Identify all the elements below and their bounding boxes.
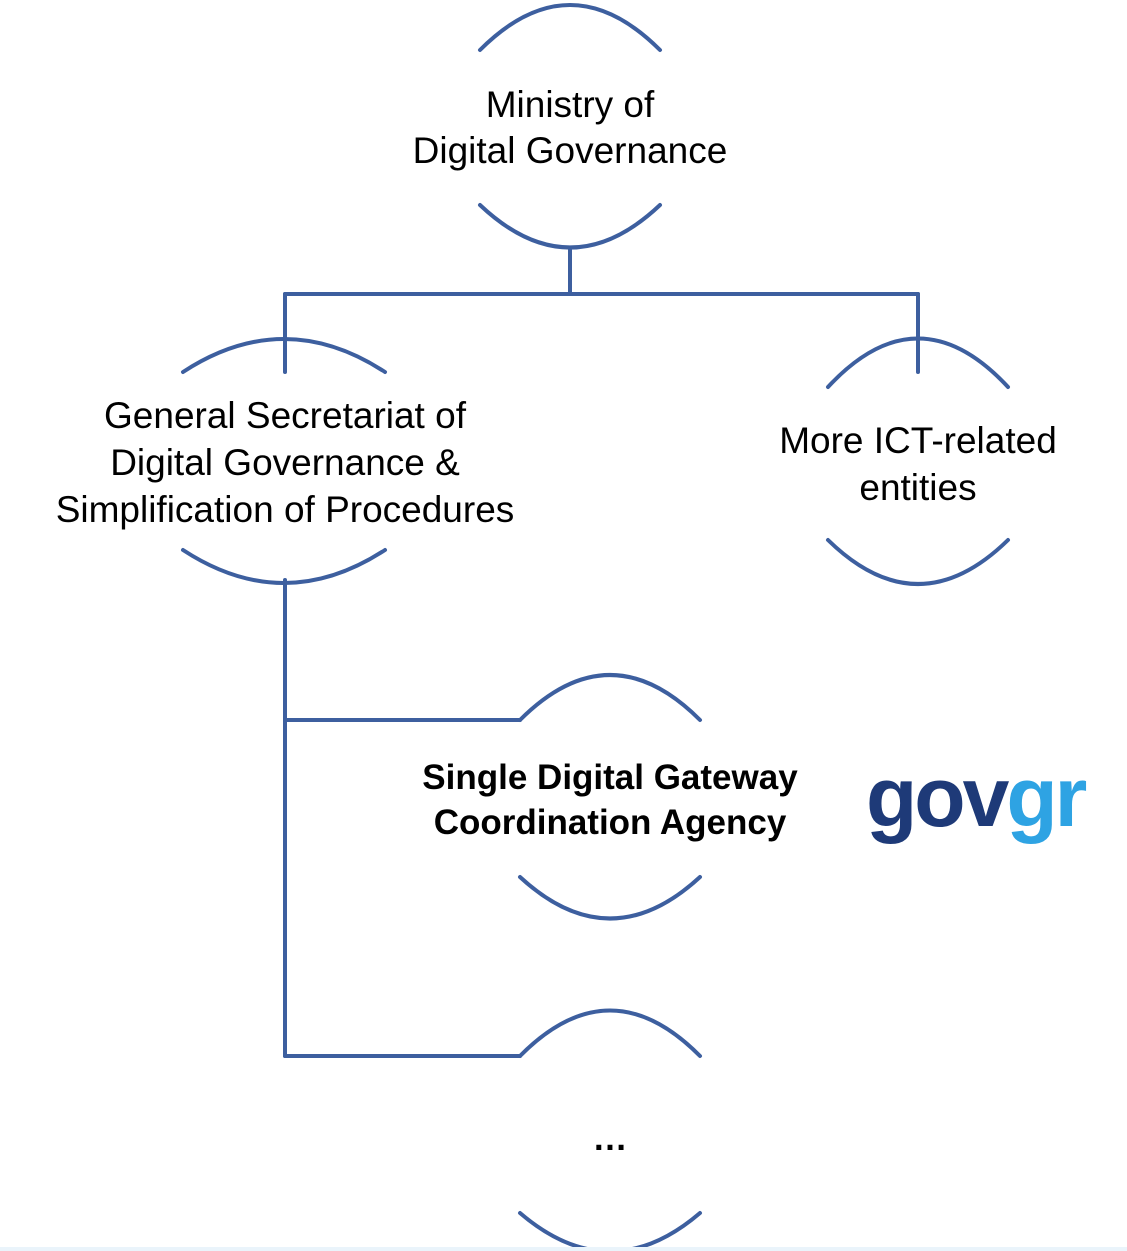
node-ict-entities-line1: More ICT-related xyxy=(779,420,1057,461)
govgr-logo-part1: gov xyxy=(866,750,1010,844)
node-gen-secretariat-line2: Digital Governance & xyxy=(110,442,460,483)
bottom-band xyxy=(0,1247,1127,1251)
node-sdg-agency-bottom-arc xyxy=(518,875,702,921)
node-sdg-agency-line1: Single Digital Gateway xyxy=(422,758,798,797)
node-more-top-arc xyxy=(518,1008,702,1058)
connectors xyxy=(283,248,920,1058)
node-more-label: … xyxy=(593,1119,628,1158)
node-ict-entities: More ICT-related entities xyxy=(779,336,1057,586)
node-gen-secretariat-line1: General Secretariat of xyxy=(104,395,467,436)
node-ministry-top-arc xyxy=(478,3,662,52)
node-sdg-agency: Single Digital Gateway Coordination Agen… xyxy=(422,673,798,921)
node-ministry-bottom-arc xyxy=(478,203,662,250)
node-ict-entities-top-arc xyxy=(826,336,1010,389)
node-sdg-agency-top-arc xyxy=(518,673,702,722)
node-gen-secretariat-bottom-arc xyxy=(181,548,387,585)
node-more: … xyxy=(518,1008,702,1251)
node-ict-entities-line2: entities xyxy=(859,467,976,508)
node-gen-secretariat: General Secretariat of Digital Governanc… xyxy=(56,337,515,585)
node-ministry-line1: Ministry of xyxy=(486,84,655,125)
node-ministry: Ministry of Digital Governance xyxy=(413,3,728,250)
node-ministry-line2: Digital Governance xyxy=(413,130,728,171)
govgr-logo: govgr xyxy=(866,750,1090,844)
node-ict-entities-bottom-arc xyxy=(826,538,1010,586)
node-more-bottom-arc xyxy=(518,1211,702,1251)
node-gen-secretariat-top-arc xyxy=(181,337,387,374)
node-sdg-agency-line2: Coordination Agency xyxy=(434,803,787,842)
svg-text:govgr: govgr xyxy=(866,750,1087,844)
govgr-logo-part2: gr xyxy=(1006,750,1086,844)
node-gen-secretariat-line3: Simplification of Procedures xyxy=(56,489,515,530)
